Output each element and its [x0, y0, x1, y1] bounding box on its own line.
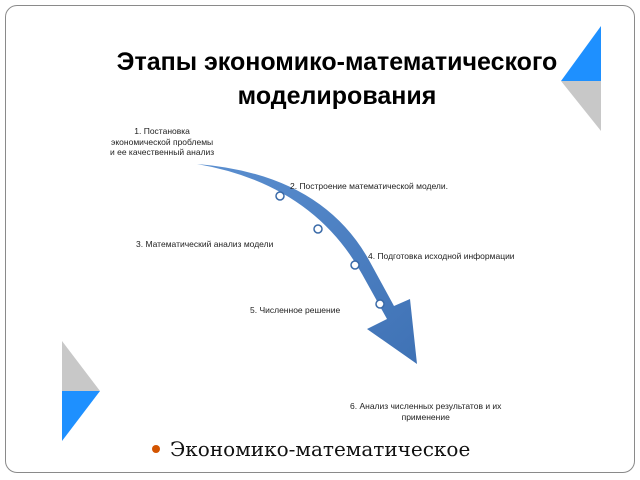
title-line-1: Этапы экономико-математического — [116, 48, 558, 76]
title-line-2: моделирования — [237, 82, 437, 110]
stage-6-line-2: применение — [401, 411, 450, 422]
stage-1-label: 1. Постановка экономической проблемы и е… — [110, 126, 214, 158]
bullet-text: Экономико-математическое — [170, 437, 471, 461]
stage-2-label: 2. Построение математической модели. — [290, 181, 448, 191]
process-arrow — [197, 164, 417, 364]
stage-1-line-3: и ее качественный анализ — [110, 147, 215, 157]
stage-6-label: 6. Анализ численных результатов и их при… — [350, 401, 501, 422]
arrow-body — [197, 164, 417, 364]
diagram: Этапы экономико-математического моделиро… — [72, 34, 602, 434]
bullet-dot — [152, 445, 160, 453]
stage-1-line-1: 1. Постановка — [134, 126, 190, 136]
stage-6-line-1: 6. Анализ численных результатов и их — [350, 401, 502, 411]
stage-marker-3 — [313, 224, 323, 234]
stage-marker-5 — [375, 299, 385, 309]
stage-4-label: 4. Подготовка исходной информации — [368, 251, 515, 261]
corner-decoration-top-right — [561, 26, 601, 131]
stage-1-line-2: экономической проблемы — [111, 136, 214, 147]
stage-marker-4 — [350, 260, 360, 270]
corner-decoration-bottom-left — [62, 341, 100, 441]
stage-5-label: 5. Численное решение — [250, 305, 341, 315]
stage-3-label: 3. Математический анализ модели — [136, 239, 274, 249]
stage-marker-2 — [275, 191, 285, 201]
slide: Этапы экономико-математического моделиро… — [5, 5, 635, 473]
